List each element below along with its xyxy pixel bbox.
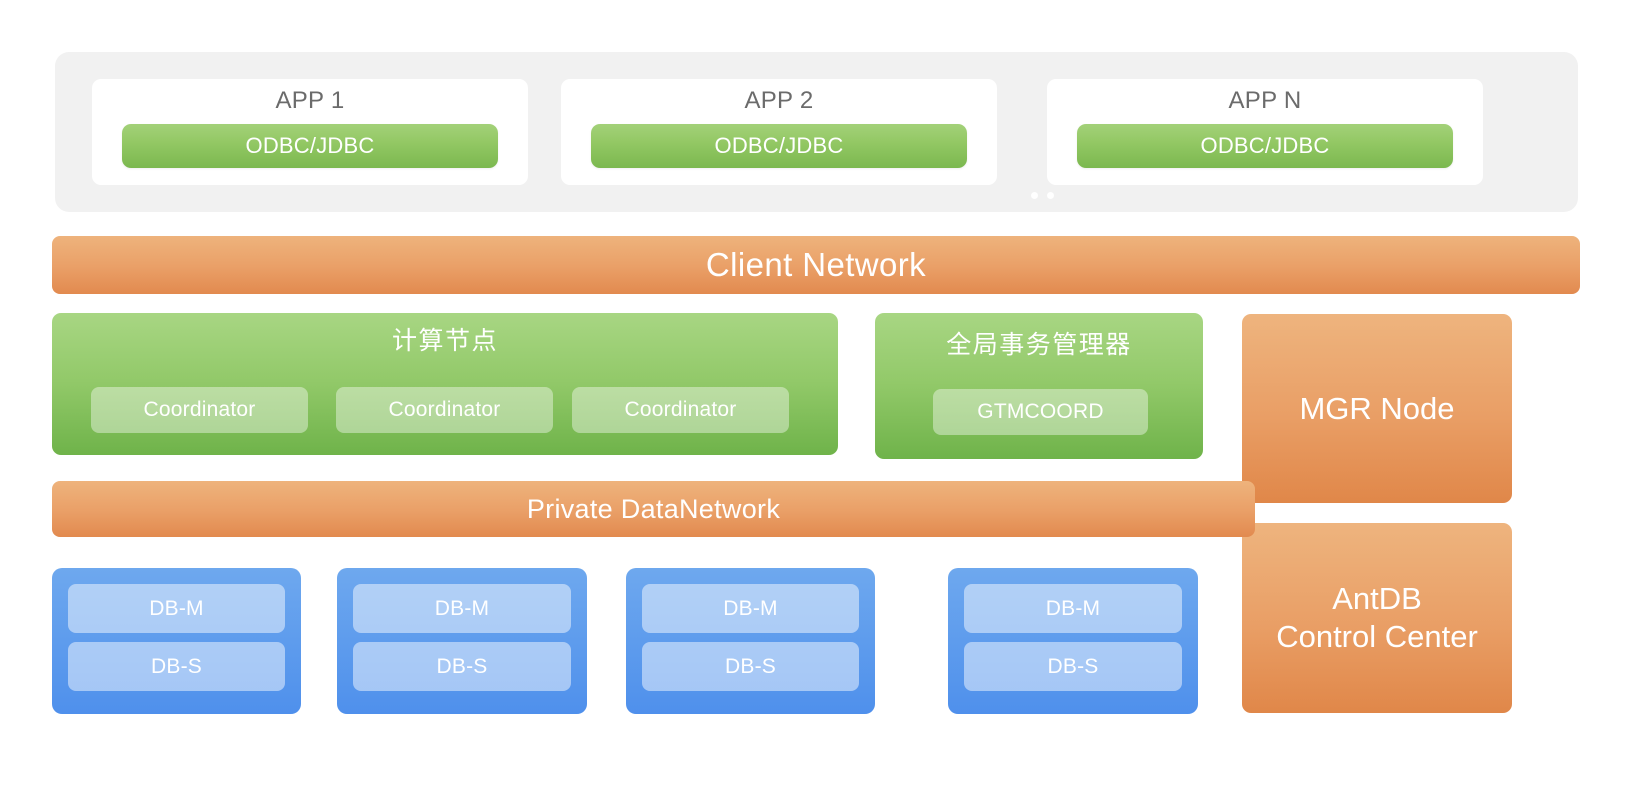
control-center-text: AntDB Control Center [1276,580,1478,656]
app-title-2: APP 2 [744,87,814,114]
db-group-1: DB-M DB-S [52,568,301,714]
db-slave-3[interactable]: DB-S [642,642,859,691]
antdb-control-center-box[interactable]: AntDB Control Center [1242,523,1512,713]
app-title-1: APP 1 [275,87,345,114]
db-slave-2[interactable]: DB-S [353,642,571,691]
app-title-n: APP N [1228,87,1302,114]
odbc-jdbc-connector-1[interactable]: ODBC/JDBC [122,124,498,168]
odbc-jdbc-connector-2[interactable]: ODBC/JDBC [591,124,967,168]
client-network-bar: Client Network [52,236,1580,294]
coordinator-node-1[interactable]: Coordinator [91,387,308,433]
gtm-title: 全局事务管理器 [946,331,1132,359]
ellipsis-dots-icon [1031,192,1054,199]
control-center-line-2: Control Center [1276,619,1478,654]
odbc-jdbc-connector-n[interactable]: ODBC/JDBC [1077,124,1453,168]
db-master-4[interactable]: DB-M [964,584,1182,633]
db-group-2: DB-M DB-S [337,568,587,714]
private-datanetwork-bar: Private DataNetwork [52,481,1255,537]
app-card-2[interactable]: APP 2 ODBC/JDBC [561,79,997,185]
db-group-4: DB-M DB-S [948,568,1198,714]
gtmcoord-node[interactable]: GTMCOORD [933,389,1148,435]
db-slave-1[interactable]: DB-S [68,642,285,691]
dot-icon [1031,192,1038,199]
compute-node-panel: 计算节点 Coordinator Coordinator Coordinator [52,313,838,455]
mgr-node-box[interactable]: MGR Node [1242,314,1512,503]
app-card-n[interactable]: APP N ODBC/JDBC [1047,79,1483,185]
application-band: APP 1 ODBC/JDBC APP 2 ODBC/JDBC APP N OD… [55,52,1578,212]
db-master-2[interactable]: DB-M [353,584,571,633]
app-card-1[interactable]: APP 1 ODBC/JDBC [92,79,528,185]
coordinator-node-3[interactable]: Coordinator [572,387,789,433]
coordinator-node-2[interactable]: Coordinator [336,387,553,433]
dot-icon [1047,192,1054,199]
compute-node-title: 计算节点 [391,327,498,355]
global-transaction-manager-panel: 全局事务管理器 GTMCOORD [875,313,1203,459]
db-group-3: DB-M DB-S [626,568,875,714]
db-master-1[interactable]: DB-M [68,584,285,633]
db-slave-4[interactable]: DB-S [964,642,1182,691]
db-master-3[interactable]: DB-M [642,584,859,633]
control-center-line-1: AntDB [1332,581,1422,617]
